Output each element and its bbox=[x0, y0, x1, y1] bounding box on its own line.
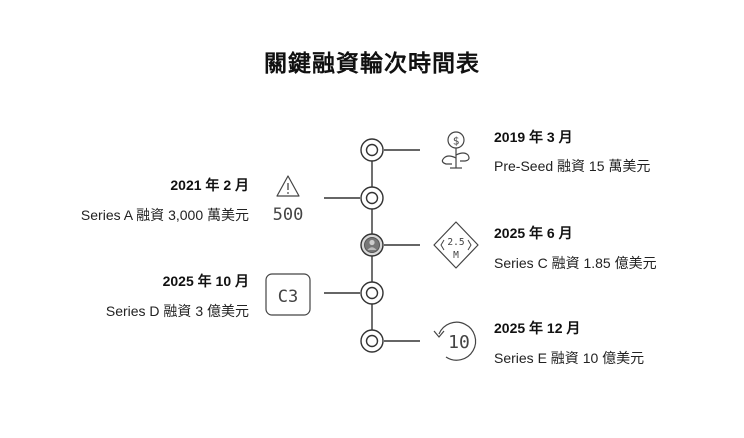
money-tree-icon: $ bbox=[442, 132, 469, 168]
event-4-date: 2025 年 10 月 bbox=[163, 271, 249, 291]
timeline-node-5 bbox=[361, 330, 383, 352]
event-3-date: 2025 年 6 月 bbox=[494, 223, 573, 243]
timeline-node-3-avatar bbox=[361, 234, 383, 256]
svg-text:500: 500 bbox=[273, 205, 304, 225]
timeline-node-2 bbox=[361, 187, 383, 209]
svg-text:C3: C3 bbox=[278, 287, 298, 307]
event-4-desc: Series D 融資 3 億美元 bbox=[106, 301, 249, 321]
event-3-desc: Series C 融資 1.85 億美元 bbox=[494, 253, 657, 273]
diamond-2-5m-icon: 2.5 M bbox=[434, 222, 478, 268]
svg-text:$: $ bbox=[453, 135, 460, 148]
svg-text:M: M bbox=[453, 250, 459, 261]
event-1-desc: Pre-Seed 融資 15 萬美元 bbox=[494, 156, 650, 176]
svg-text:2.5: 2.5 bbox=[447, 237, 464, 248]
event-5-date: 2025 年 12 月 bbox=[494, 318, 580, 338]
warning-500-icon: 500 bbox=[273, 176, 304, 225]
replay-10-icon: 10 bbox=[434, 322, 476, 360]
event-2-desc: Series A 融資 3,000 萬美元 bbox=[81, 205, 249, 225]
event-5-desc: Series E 融資 10 億美元 bbox=[494, 348, 644, 368]
event-1-date: 2019 年 3 月 bbox=[494, 127, 573, 147]
timeline-node-4 bbox=[361, 282, 383, 304]
timeline-node-1 bbox=[361, 139, 383, 161]
event-2-date: 2021 年 2 月 bbox=[170, 175, 249, 195]
c3-box-icon: C3 bbox=[266, 274, 310, 315]
svg-text:10: 10 bbox=[448, 332, 470, 353]
